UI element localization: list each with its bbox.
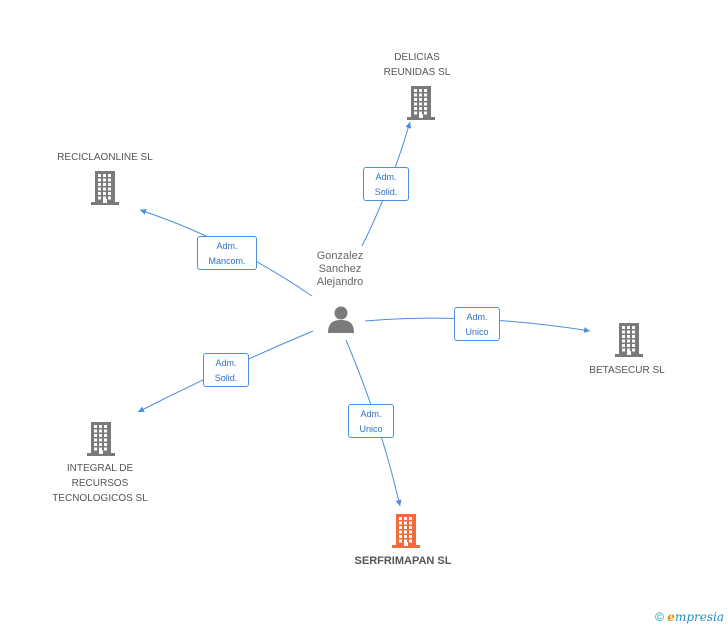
building-icon-serfrimapan[interactable] bbox=[391, 514, 421, 548]
relation-label-delicias[interactable]: Adm. Solid. bbox=[363, 167, 409, 201]
copyright-icon: © bbox=[655, 610, 664, 624]
relation-label-reciclaonline[interactable]: Adm. Mancom. bbox=[197, 236, 257, 270]
footer-brand[interactable]: © empresia bbox=[655, 610, 724, 624]
building-icon-integral[interactable] bbox=[86, 422, 116, 456]
relation-label-betasecur[interactable]: Adm. Unico bbox=[454, 307, 500, 341]
company-label-reciclaonline: RECICLAONLINE SL bbox=[57, 152, 153, 163]
relation-label-integral[interactable]: Adm. Solid. bbox=[203, 353, 249, 387]
brand-logo: empresia bbox=[667, 610, 724, 624]
company-label-betasecur: BETASECUR SL bbox=[589, 365, 665, 376]
company-label-integral: INTEGRAL DE RECURSOS TECNOLOGICOS SL bbox=[52, 463, 148, 504]
building-icon-delicias[interactable] bbox=[406, 86, 436, 120]
relation-label-serfrimapan[interactable]: Adm. Unico bbox=[348, 404, 394, 438]
person-name: Gonzalez Sanchez Alejandro bbox=[316, 250, 364, 288]
person-icon[interactable] bbox=[327, 305, 355, 333]
company-label-delicias: DELICIAS REUNIDAS SL bbox=[383, 52, 451, 78]
building-icon-betasecur[interactable] bbox=[614, 323, 644, 357]
company-label-serfrimapan: SERFRIMAPAN SL bbox=[354, 555, 452, 567]
building-icon-reciclaonline[interactable] bbox=[90, 171, 120, 205]
